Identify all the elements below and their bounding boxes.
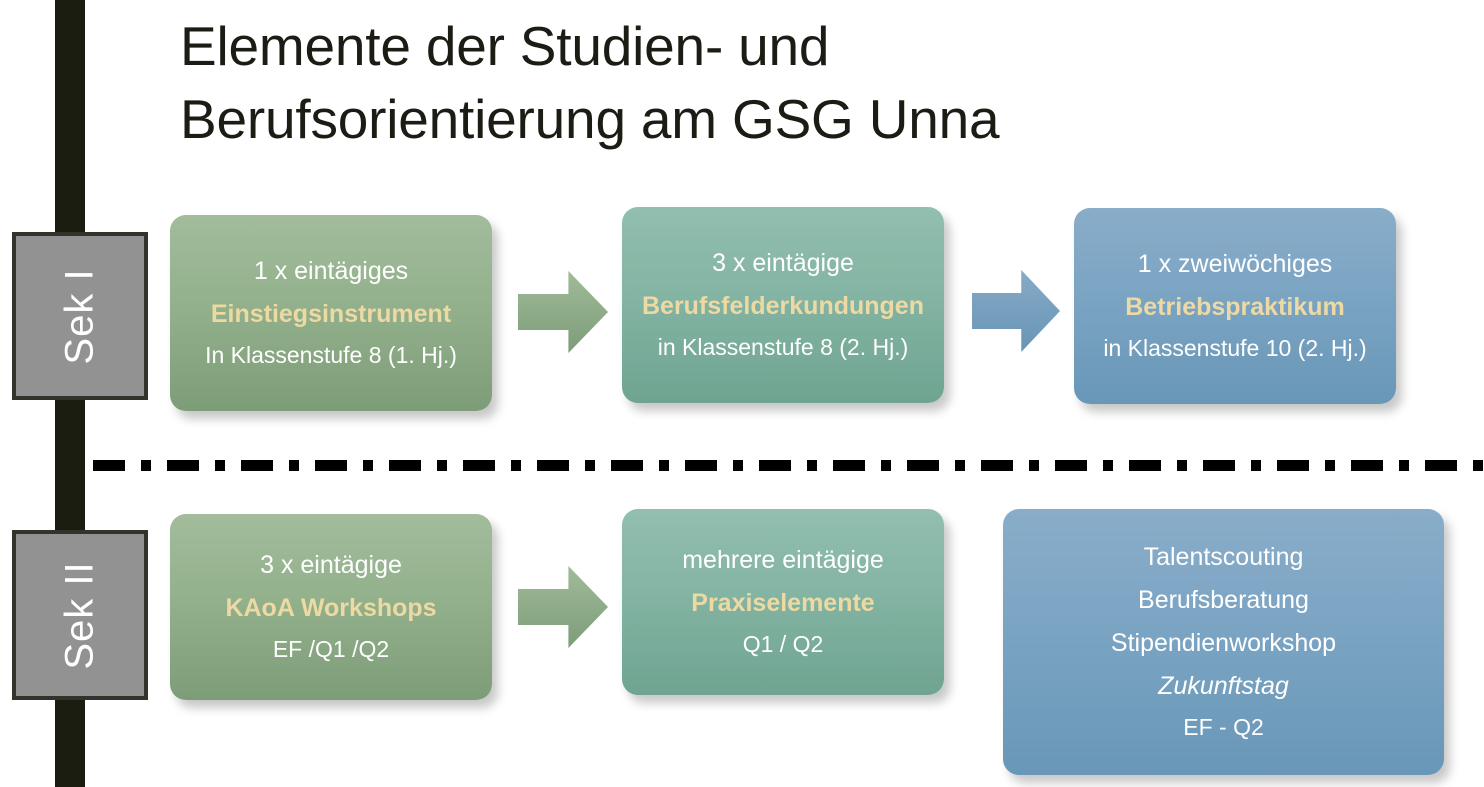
box-line: 1 x eintägiges: [253, 257, 409, 286]
page-title: Elemente der Studien- und Berufsorientie…: [180, 15, 1000, 150]
box-line-detail: in Klassenstufe 10 (2. Hj.): [1103, 335, 1367, 362]
process-box-betriebspraktikum: 1 x zweiwöchiges Betriebspraktikum in Kl…: [1074, 208, 1396, 404]
box-line-detail: EF - Q2: [1183, 714, 1264, 741]
stage-label-sek-1: Sek I: [12, 232, 148, 400]
box-line-detail: in Klassenstufe 8 (2. Hj.): [657, 334, 909, 361]
box-line-accent: Einstiegsinstrument: [210, 300, 452, 329]
box-line-accent: Betriebspraktikum: [1125, 293, 1345, 322]
process-box-einstiegsinstrument: 1 x eintägiges Einstiegsinstrument In Kl…: [170, 215, 492, 411]
section-divider: [93, 460, 1484, 471]
box-line: Stipendienworkshop: [1110, 629, 1337, 658]
stage-label-sek-2: Sek II: [12, 530, 148, 700]
box-line-detail: EF /Q1 /Q2: [272, 636, 390, 663]
box-line: Talentscouting: [1143, 543, 1304, 572]
box-line-detail: Q1 / Q2: [742, 631, 824, 658]
box-line: mehrere eintägige: [682, 546, 884, 575]
box-line-accent: Berufsfelderkundungen: [642, 292, 924, 321]
box-line-italic: Zukunftstag: [1158, 672, 1289, 701]
box-line-accent: Praxiselemente: [691, 589, 875, 618]
stage-label-sek-1-text: Sek I: [57, 267, 102, 365]
arrow-right-icon: [972, 270, 1060, 352]
box-line: 3 x eintägige: [260, 551, 402, 580]
process-box-praxiselemente: mehrere eintägige Praxiselemente Q1 / Q2: [622, 509, 944, 695]
arrow-right-icon: [518, 271, 608, 353]
process-box-kaoa-workshops: 3 x eintägige KAoA Workshops EF /Q1 /Q2: [170, 514, 492, 700]
box-line: 3 x eintägige: [712, 249, 854, 278]
box-line-accent: KAoA Workshops: [225, 594, 437, 623]
box-line-detail: In Klassenstufe 8 (1. Hj.): [205, 342, 457, 369]
arrow-right-icon: [518, 566, 608, 648]
box-line: Berufsberatung: [1138, 586, 1309, 615]
process-box-beratungsangebote: Talentscouting Berufsberatung Stipendien…: [1003, 509, 1444, 775]
process-box-berufsfelderkundungen: 3 x eintägige Berufsfelderkundungen in K…: [622, 207, 944, 403]
box-line: 1 x zweiwöchiges: [1137, 250, 1333, 279]
stage-label-sek-2-text: Sek II: [57, 560, 102, 670]
